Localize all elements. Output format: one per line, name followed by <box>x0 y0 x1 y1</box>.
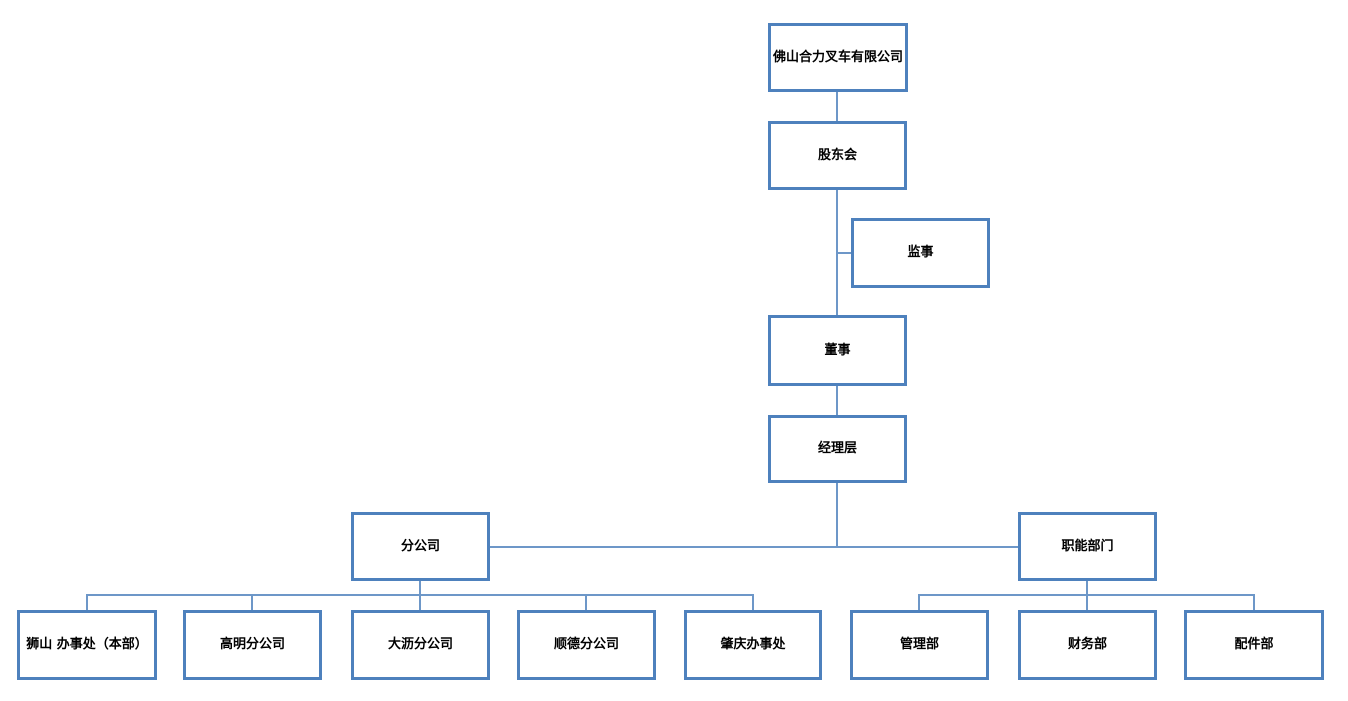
org-node-director-label: 董事 <box>824 342 851 358</box>
org-node-functional-depts-label: 职能部门 <box>1061 538 1114 554</box>
org-node-admin-dept: 管理部 <box>850 610 989 680</box>
connector-director-management <box>836 386 838 415</box>
org-node-branches: 分公司 <box>351 512 490 581</box>
org-node-shunde-branch-label: 顺德分公司 <box>553 637 619 653</box>
org-node-shareholders-label: 股东会 <box>817 147 857 163</box>
org-node-shishan-office-label: 狮山 办事处（本部） <box>26 637 148 653</box>
connector-functional-drop <box>1086 581 1088 595</box>
connector-stub-peijian <box>1253 594 1255 610</box>
connector-stub-dali <box>419 594 421 610</box>
connector-shareholders-director <box>836 190 838 315</box>
org-node-shunde-branch: 顺德分公司 <box>517 610 656 680</box>
org-node-dali-branch-label: 大沥分公司 <box>387 637 453 653</box>
org-node-finance-dept-label: 财务部 <box>1067 637 1107 653</box>
org-node-finance-dept: 财务部 <box>1018 610 1157 680</box>
connector-supervisor-stub <box>838 252 851 254</box>
org-node-branches-label: 分公司 <box>400 538 440 554</box>
org-node-company-label: 佛山合力叉车有限公司 <box>772 49 903 65</box>
org-node-functional-depts: 职能部门 <box>1018 512 1157 581</box>
org-node-company: 佛山合力叉车有限公司 <box>768 23 908 92</box>
org-node-parts-dept-label: 配件部 <box>1234 637 1274 653</box>
org-node-director: 董事 <box>768 315 907 386</box>
org-node-shareholders: 股东会 <box>768 121 907 190</box>
connector-cross-rail <box>490 546 1018 548</box>
connector-stub-caiwu <box>1086 594 1088 610</box>
org-node-shishan-office: 狮山 办事处（本部） <box>17 610 157 680</box>
connector-stub-gaoming <box>251 594 253 610</box>
connector-stub-shunde <box>585 594 587 610</box>
org-node-supervisor-label: 监事 <box>907 245 934 261</box>
org-node-management: 经理层 <box>768 415 907 483</box>
connector-company-shareholders <box>836 92 838 121</box>
org-node-admin-dept-label: 管理部 <box>899 637 939 653</box>
org-node-gaoming-branch: 高明分公司 <box>183 610 322 680</box>
connector-stub-guanli <box>918 594 920 610</box>
org-node-supervisor: 监事 <box>851 218 990 288</box>
org-node-management-label: 经理层 <box>817 441 857 457</box>
org-node-zhaoqing-office: 肇庆办事处 <box>684 610 822 680</box>
org-node-gaoming-branch-label: 高明分公司 <box>219 637 285 653</box>
org-node-parts-dept: 配件部 <box>1184 610 1324 680</box>
connector-stub-shishan <box>86 594 88 610</box>
connector-management-drop <box>836 483 838 547</box>
org-node-dali-branch: 大沥分公司 <box>351 610 490 680</box>
org-node-zhaoqing-office-label: 肇庆办事处 <box>720 637 786 653</box>
connector-stub-zhaoqing <box>752 594 754 610</box>
connector-branches-drop <box>419 581 421 595</box>
